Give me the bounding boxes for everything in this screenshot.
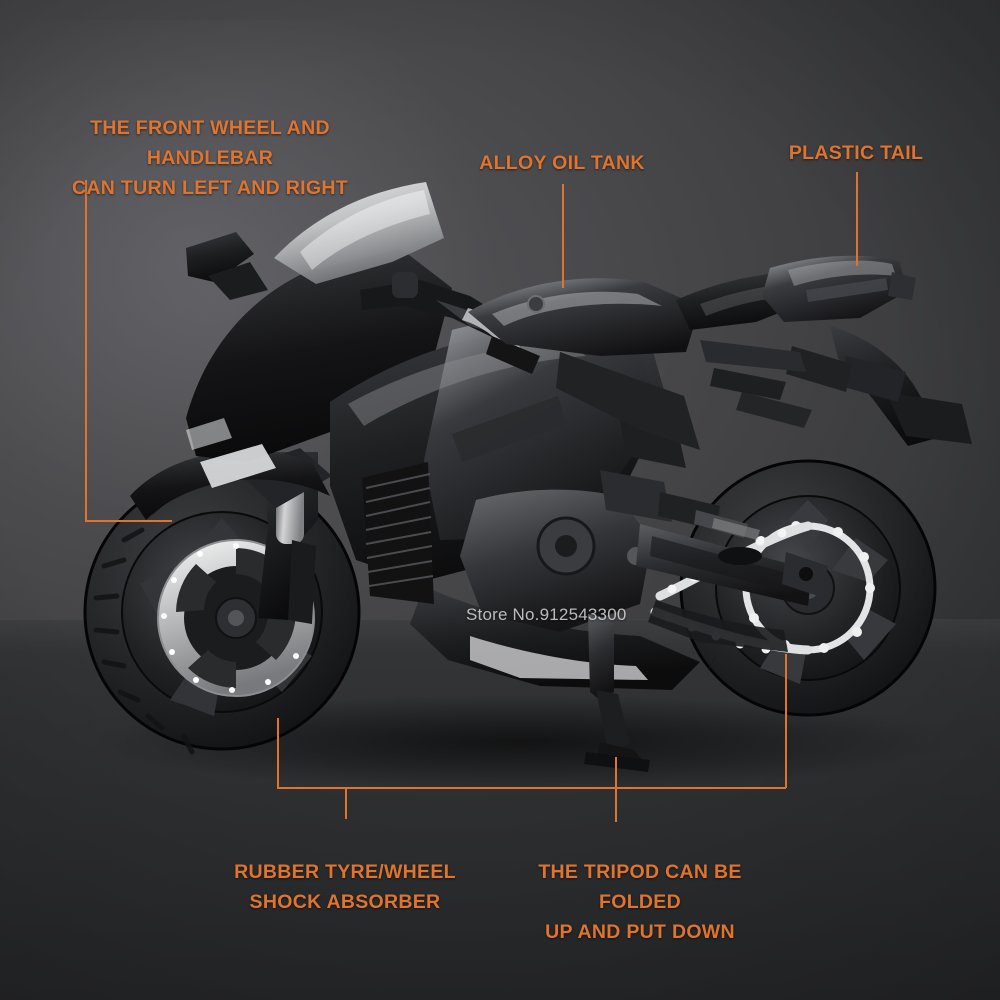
headlight xyxy=(200,444,276,488)
leader-line-tyre-horizontal xyxy=(277,787,786,789)
frame xyxy=(452,352,700,462)
rear-subframe xyxy=(700,340,812,428)
leader-line-front-wheel-vertical xyxy=(85,180,87,522)
exhaust xyxy=(648,600,788,652)
leader-line-tyre-vertical-top xyxy=(277,718,279,788)
store-watermark: Store No.912543300 xyxy=(466,605,627,624)
mirror xyxy=(186,232,268,300)
leader-line-tyre-vertical-label xyxy=(345,787,347,819)
annotation-plastic-tail: PLASTIC TAIL xyxy=(788,142,924,164)
radiator-grille xyxy=(362,462,434,604)
front-fender xyxy=(130,450,330,520)
oil-tank xyxy=(468,278,700,356)
leader-line-front-wheel-horizontal xyxy=(85,520,172,522)
footpeg xyxy=(658,492,760,540)
annotation-alloy-oil-tank: ALLOY OIL TANK xyxy=(479,152,645,174)
annotation-front-wheel-handlebar: THE FRONT WHEEL AND HANDLEBAR CAN TURN L… xyxy=(72,117,348,199)
leader-line-rear-wheel-vertical xyxy=(785,654,787,788)
kickstand-tripod xyxy=(584,614,650,772)
engine-block xyxy=(460,420,686,632)
leader-line-plastic-tail xyxy=(856,172,858,266)
windscreen xyxy=(274,182,444,284)
annotation-rubber-tyre-shock: RUBBER TYRE/WHEEL SHOCK ABSORBER xyxy=(234,861,456,913)
swingarm xyxy=(636,524,828,606)
plastic-tail xyxy=(762,255,972,446)
annotation-tripod-folded: THE TRIPOD CAN BE FOLDED UP AND PUT DOWN xyxy=(538,861,742,943)
leader-line-tripod xyxy=(615,757,617,822)
front-suspension xyxy=(236,448,332,624)
leader-line-oil-tank xyxy=(562,184,564,288)
